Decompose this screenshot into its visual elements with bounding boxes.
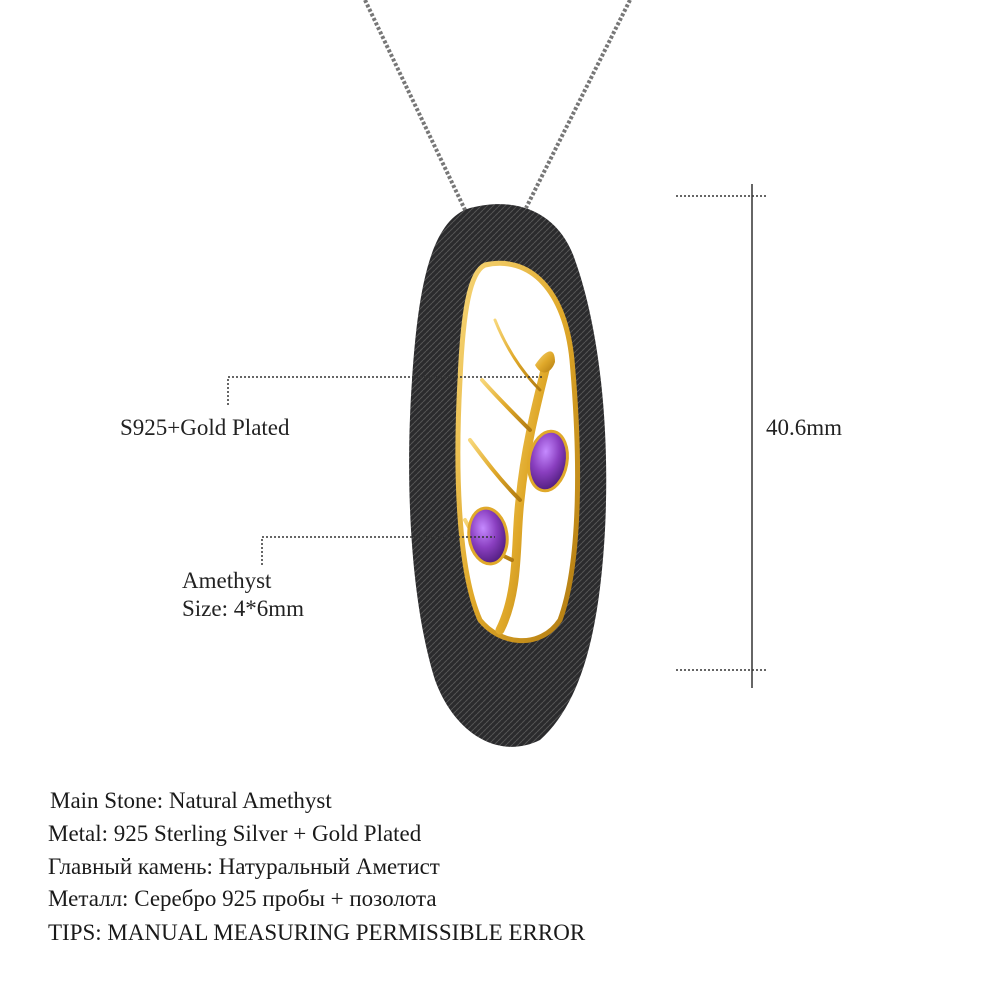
spec-metal-ru: Металл: Серебро 925 пробы + позолота — [48, 886, 437, 911]
amethyst-stone-upper — [527, 429, 569, 493]
spec-tips: TIPS: MANUAL MEASURING PERMISSIBLE ERROR — [48, 920, 586, 945]
material-label: S925+Gold Plated — [120, 415, 290, 440]
height-dimension-line — [676, 184, 766, 688]
spec-main-stone: Main Stone: Natural Amethyst — [50, 788, 332, 813]
spec-metal: Metal: 925 Sterling Silver + Gold Plated — [48, 821, 422, 846]
spec-main-stone-ru: Главный камень: Натуральный Аметист — [48, 854, 440, 879]
height-label: 40.6mm — [766, 415, 843, 440]
chain — [363, 0, 632, 213]
material-leader-line — [227, 376, 542, 405]
stone-size-label: Size: 4*6mm — [182, 596, 305, 621]
stone-leader-line — [261, 536, 495, 565]
stone-name-label: Amethyst — [182, 568, 272, 593]
amethyst-stone-lower — [467, 506, 509, 566]
